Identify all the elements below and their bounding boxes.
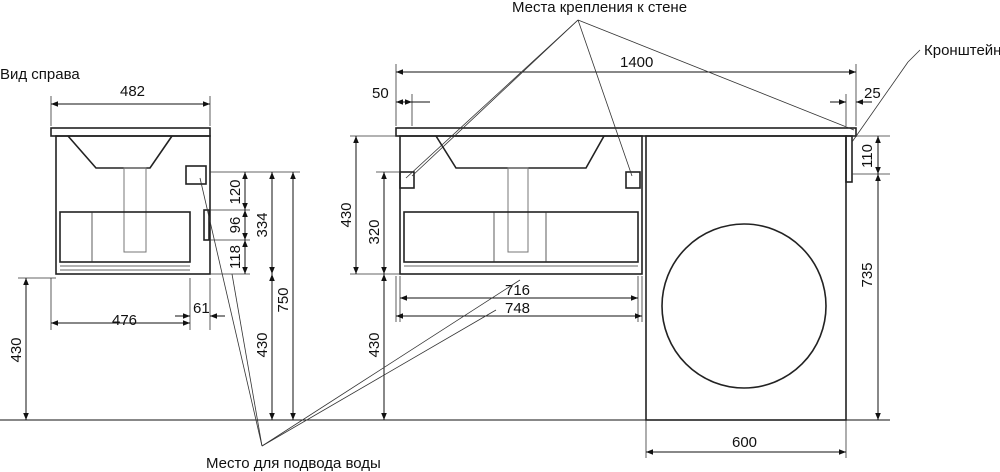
svg-text:735: 735 [859, 262, 876, 287]
svg-text:61: 61 [193, 300, 210, 317]
svg-text:600: 600 [732, 434, 757, 451]
dim-front-735: 735 [859, 174, 881, 420]
side-pipe [123, 167, 147, 253]
wall-mount-right [625, 171, 641, 189]
svg-text:118: 118 [227, 245, 244, 269]
front-countertop [395, 127, 857, 137]
bracket-label: Кронштейн [924, 42, 1000, 59]
svg-text:430: 430 [338, 202, 355, 227]
front-drawer [403, 211, 639, 263]
svg-text:120: 120 [227, 179, 244, 204]
bracket [845, 135, 853, 183]
side-view-title: Вид справа [0, 66, 80, 83]
water-supply-label: Место для подвода воды [206, 455, 381, 472]
side-cabinet [55, 135, 211, 275]
svg-text:25: 25 [864, 85, 881, 102]
svg-text:476: 476 [112, 312, 137, 329]
svg-text:482: 482 [120, 83, 145, 100]
side-drawer [59, 211, 191, 263]
washing-machine [645, 135, 847, 421]
side-countertop [50, 127, 211, 137]
dim-side-430-floor: 430 [8, 277, 56, 420]
front-cabinet [399, 135, 643, 275]
side-mount-bracket [185, 165, 207, 185]
dim-front-25: 25 [830, 85, 881, 126]
front-basin [435, 135, 605, 169]
dim-side-verticals: 120 96 118 334 430 750 [210, 171, 300, 420]
svg-text:1400: 1400 [620, 54, 653, 71]
wall-mounts-label: Места крепления к стене [512, 0, 687, 16]
svg-text:430: 430 [366, 332, 383, 357]
svg-text:716: 716 [505, 282, 530, 299]
svg-text:430: 430 [254, 332, 271, 357]
svg-text:50: 50 [372, 85, 389, 102]
front-pipe [507, 167, 529, 253]
svg-text:320: 320 [366, 219, 383, 244]
washing-machine-door [661, 223, 827, 389]
svg-text:748: 748 [505, 300, 530, 317]
svg-text:110: 110 [859, 144, 876, 168]
callouts: Места крепления к стене Кронштейн Место … [199, 0, 1000, 472]
side-basin [67, 135, 173, 169]
dim-front-1400: 1400 [395, 54, 857, 126]
dim-front-verticals: 430 320 430 [338, 135, 400, 420]
dim-side-482: 482 [50, 83, 211, 126]
dim-side-476: 476 [50, 278, 191, 330]
svg-text:96: 96 [227, 217, 244, 234]
wall-mount-left [399, 171, 415, 189]
dim-front-600: 600 [645, 420, 847, 458]
side-view: Вид справа 482 476 [0, 66, 300, 420]
dim-front-50: 50 [372, 85, 430, 126]
svg-text:334: 334 [254, 212, 271, 237]
dim-front-716: 716 [399, 276, 639, 322]
svg-text:750: 750 [275, 287, 292, 312]
dim-front-110: 110 [852, 135, 890, 175]
dim-side-61: 61 [175, 278, 225, 330]
svg-text:430: 430 [8, 337, 25, 362]
dim-front-748: 748 [395, 276, 643, 322]
front-view: 1400 50 25 430 320 430 [338, 54, 890, 458]
